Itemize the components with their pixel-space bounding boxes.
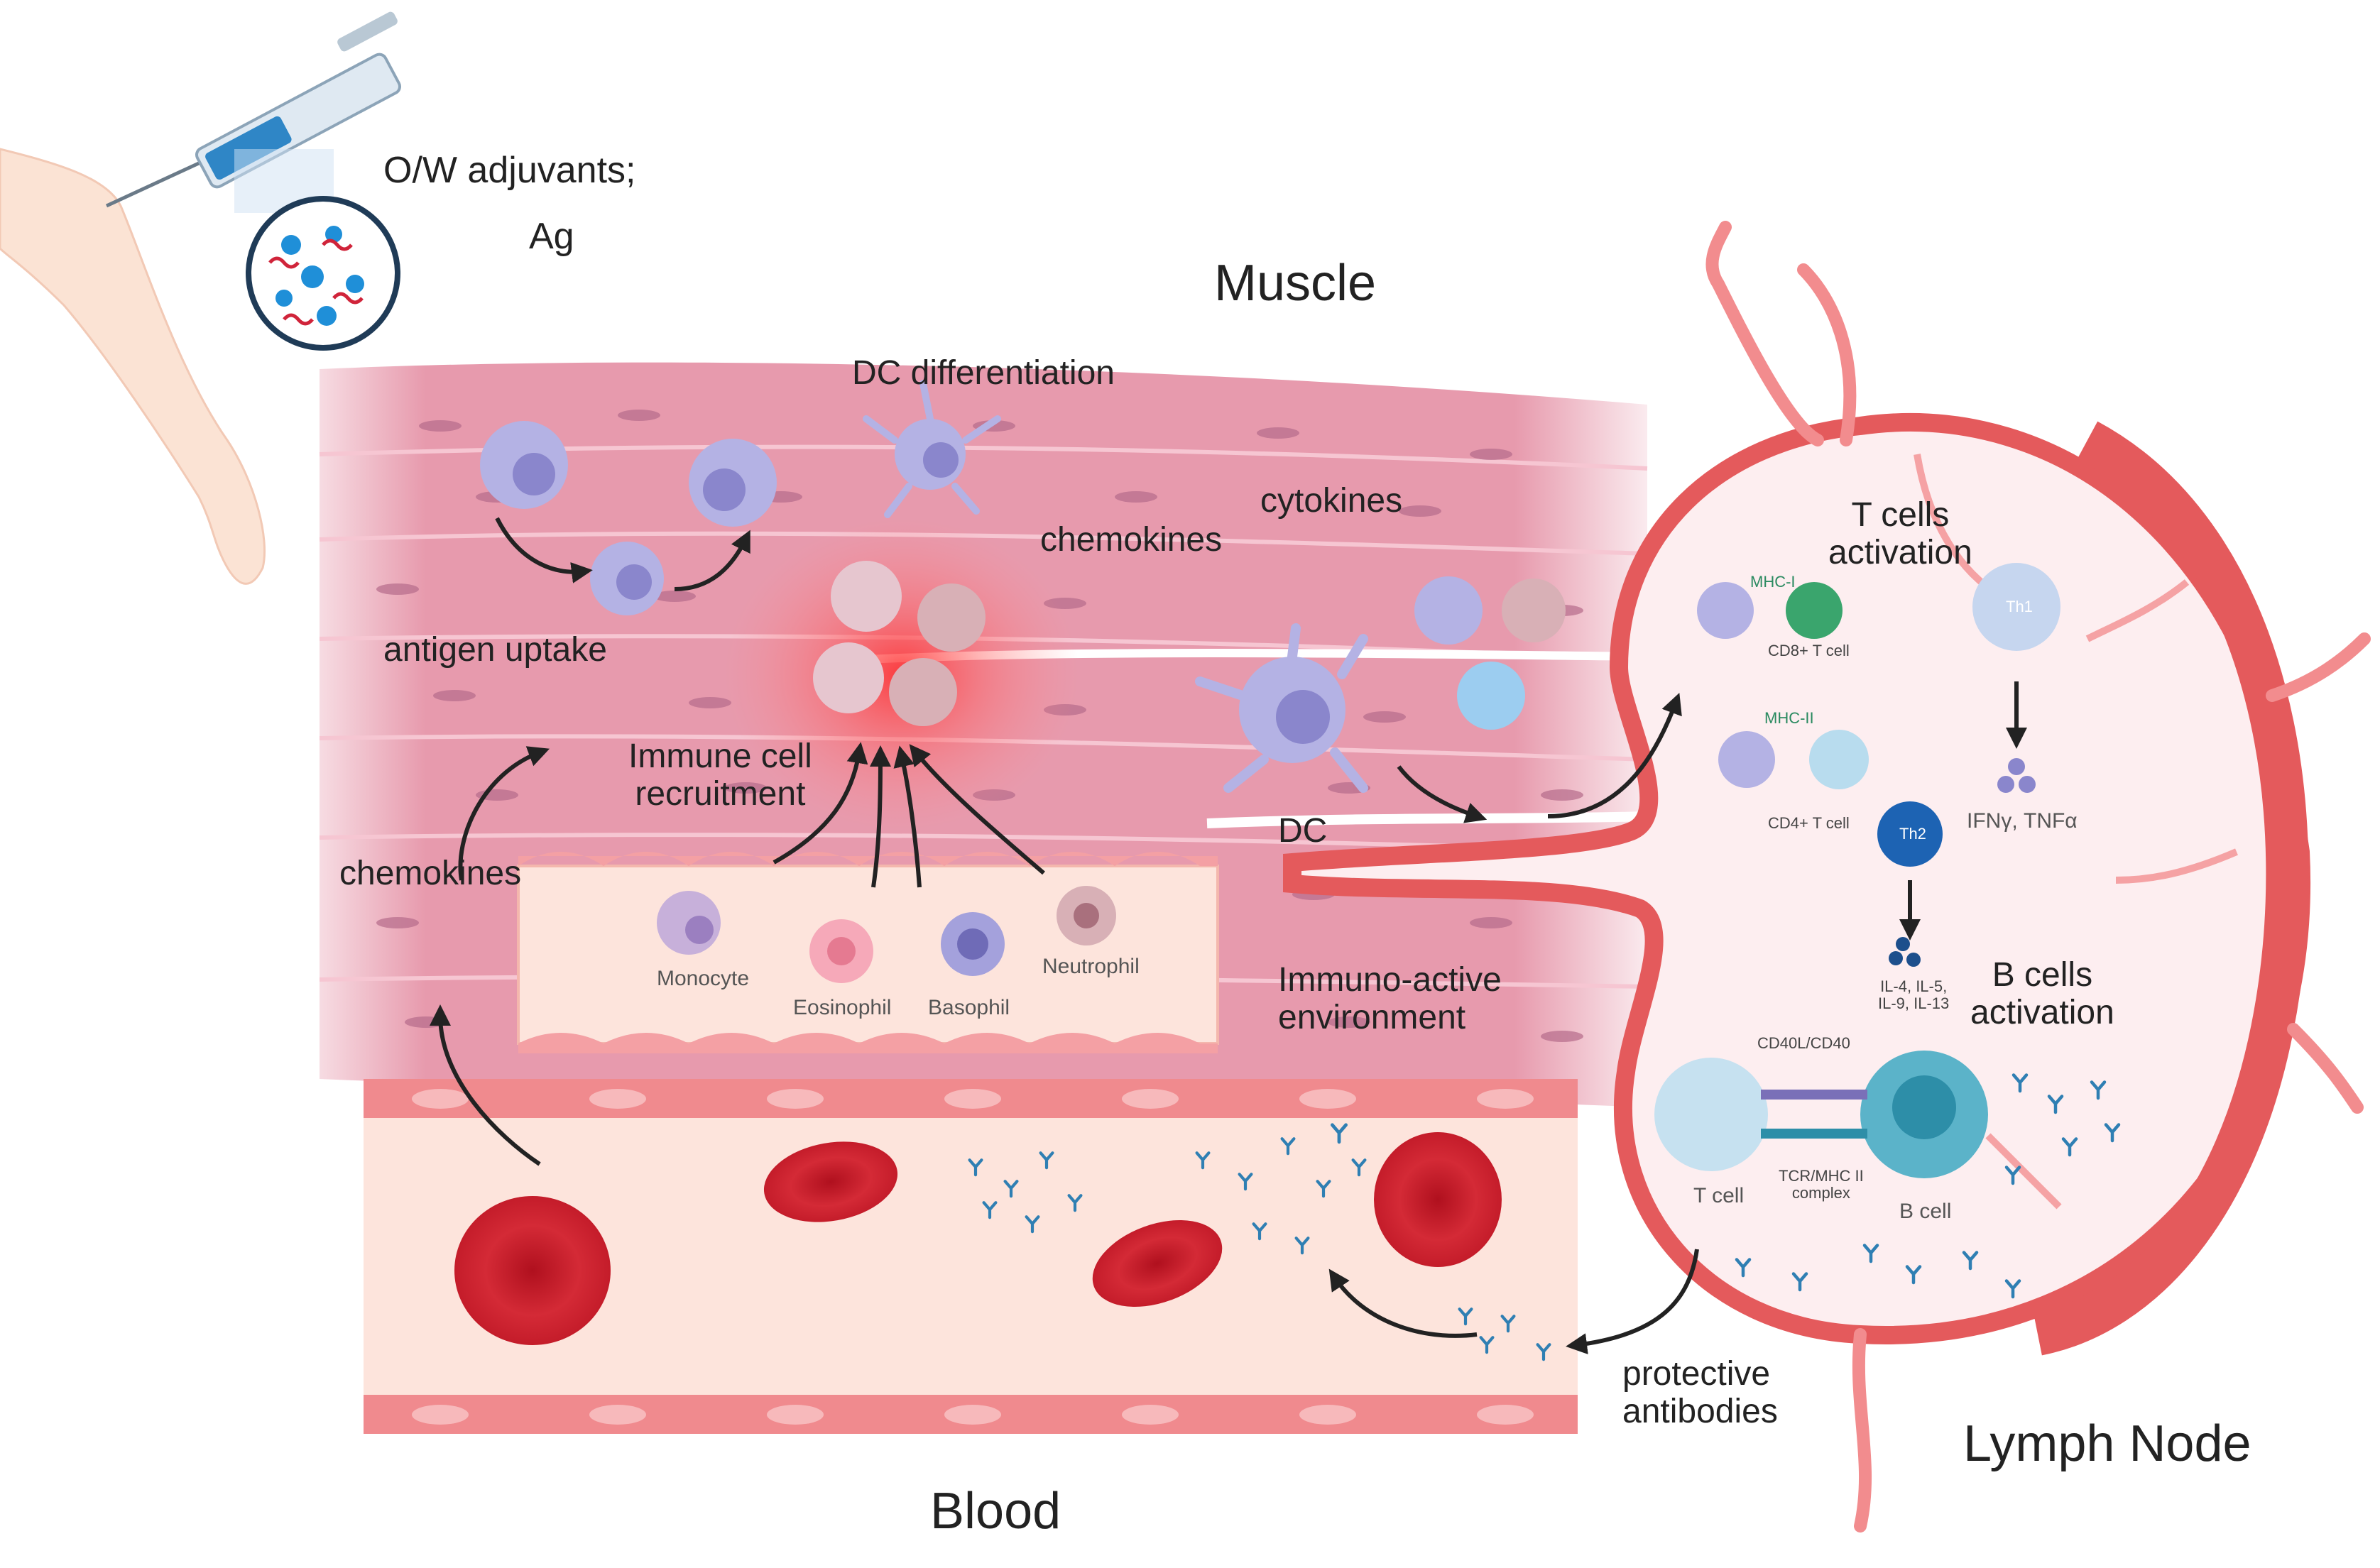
eosinophil-cell: [809, 919, 873, 983]
muscle-cell-right: [1414, 576, 1483, 645]
red-blood-cell: [763, 1141, 898, 1222]
macrophage-cell: [480, 421, 568, 509]
red-blood-cell: [1374, 1132, 1502, 1267]
tb-cell-synapse: [1654, 1051, 1988, 1178]
lymph-node-region-label: Lymph Node: [1963, 1415, 2251, 1472]
cd4-t-cell-label: CD4+ T cell: [1768, 814, 1850, 832]
cytokines-label: cytokines: [1260, 482, 1403, 520]
blood-region-label: Blood: [930, 1483, 1061, 1540]
dc-label: DC: [1278, 812, 1328, 850]
muscle-cell-right: [1502, 579, 1566, 642]
th2-label: Th2: [1899, 825, 1926, 843]
cd40-label: CD40L/CD40: [1757, 1034, 1850, 1052]
immune-recruitment-label: Immune cell recruitment: [628, 738, 812, 813]
tcr-line2: complex: [1791, 1184, 1850, 1202]
b-cells-activation-label: B cells activation: [1970, 956, 2114, 1032]
cd8-t-cell-label: CD8+ T cell: [1768, 642, 1850, 659]
b-activation-line2: activation: [1970, 993, 2114, 1031]
tcr-mhc-label: TCR/MHC II complex: [1779, 1167, 1864, 1202]
il-line2: IL-9, IL-13: [1878, 994, 1950, 1013]
b-activation-line1: B cells: [1992, 956, 2093, 994]
ifn-cytokines: [1997, 758, 2036, 793]
th1-label: Th1: [2006, 598, 2033, 615]
interleukin-label: IL-4, IL-5, IL-9, IL-13: [1878, 977, 1950, 1013]
chemokines-center-label: chemokines: [1040, 521, 1223, 559]
b-cell-label: B cell: [1899, 1200, 1952, 1223]
dc-differentiation-label: DC differentiation: [852, 354, 1115, 392]
dendritic-cell-dc: [1195, 623, 1368, 793]
il-cytokines: [1889, 937, 1921, 967]
injection-label-line1: O/W adjuvants;: [383, 150, 636, 191]
cd8-interaction: [1697, 582, 1843, 639]
macrophage-cell: [590, 542, 664, 615]
immuno-active-line2: environment: [1278, 998, 1466, 1036]
cd4-interaction: [1718, 730, 1869, 789]
immuno-active-label: Immuno-active environment: [1278, 961, 1502, 1037]
immune-recruitment-line2: recruitment: [635, 774, 806, 813]
monocyte-label: Monocyte: [657, 967, 750, 990]
neutrophil-label: Neutrophil: [1042, 955, 1140, 978]
t-activation-line2: activation: [1828, 533, 1972, 571]
neutrophil-cell: [1057, 886, 1116, 945]
red-blood-cell: [454, 1196, 611, 1345]
il-line1: IL-4, IL-5,: [1880, 977, 1948, 995]
protective-line1: protective: [1622, 1355, 1771, 1393]
arm-illustration: [0, 148, 266, 585]
basophil-label: Basophil: [928, 996, 1010, 1019]
t-activation-line1: T cells: [1851, 496, 1950, 534]
monocyte-cell: [657, 891, 721, 955]
muscle-region-label: Muscle: [1214, 255, 1377, 312]
immune-recruitment-line1: Immune cell: [628, 738, 812, 775]
macrophage-cell: [689, 439, 777, 527]
eosinophil-label: Eosinophil: [793, 996, 892, 1019]
t-cell-label: T cell: [1693, 1184, 1745, 1207]
emulsion-magnified-icon: [234, 149, 400, 351]
lymphocyte: [1457, 662, 1525, 730]
th1-cell: [1972, 563, 2060, 651]
tcr-line1: TCR/MHC II: [1779, 1167, 1864, 1185]
immuno-active-line1: Immuno-active: [1278, 961, 1502, 999]
process-arrows: [430, 517, 2027, 1355]
t-cells-activation-label: T cells activation: [1828, 496, 1972, 572]
protective-line2: antibodies: [1622, 1392, 1778, 1430]
mhc-ii-label: MHC-II: [1764, 709, 1814, 727]
recruited-immune-cells: [813, 561, 986, 726]
th2-cell: [1877, 801, 1943, 867]
mhc-i-label: MHC-I: [1750, 573, 1796, 591]
protective-antibodies-label: protective antibodies: [1622, 1355, 1778, 1431]
injection-label-line2: Ag: [529, 216, 574, 257]
ifn-tnf-label: IFNγ, TNFα: [1967, 809, 2078, 833]
red-blood-cell: [1092, 1219, 1223, 1307]
antigen-uptake-label: antigen uptake: [383, 631, 607, 669]
dendritic-cell: [863, 380, 1001, 518]
lymph-node: [1283, 221, 2371, 1533]
chemokines-left-label: chemokines: [339, 855, 522, 892]
basophil-cell: [941, 912, 1005, 976]
